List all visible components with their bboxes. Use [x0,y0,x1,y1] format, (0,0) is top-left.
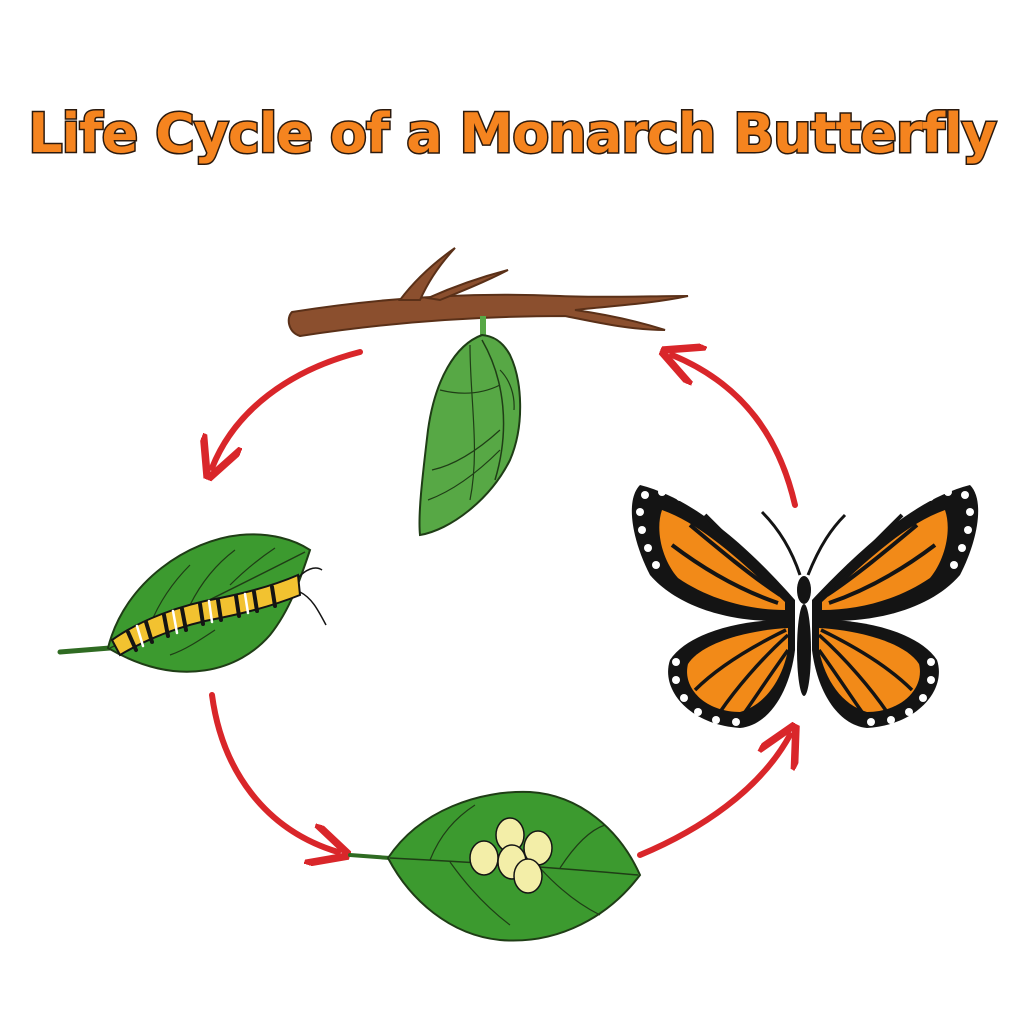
arrow-caterpillar-to-egg [209,692,338,852]
egg-stage [348,790,642,942]
chrysalis-icon [418,316,522,537]
diagram-title: Life Cycle of a Monarch Butterfly [28,102,996,165]
eggs-icon [469,817,553,894]
arrow-butterfly-to-chrysalis [672,355,798,508]
cycle-arrows [212,352,795,855]
chrysalis-stage [287,247,689,537]
arrow-chrysalis-to-caterpillar [212,349,363,468]
branch-icon [287,247,689,338]
caterpillar-icon [110,567,327,657]
butterfly-stage [631,485,979,728]
monarch-butterfly-icon [631,485,979,728]
caterpillar-stage [57,533,327,673]
arrow-egg-to-butterfly [637,735,790,858]
